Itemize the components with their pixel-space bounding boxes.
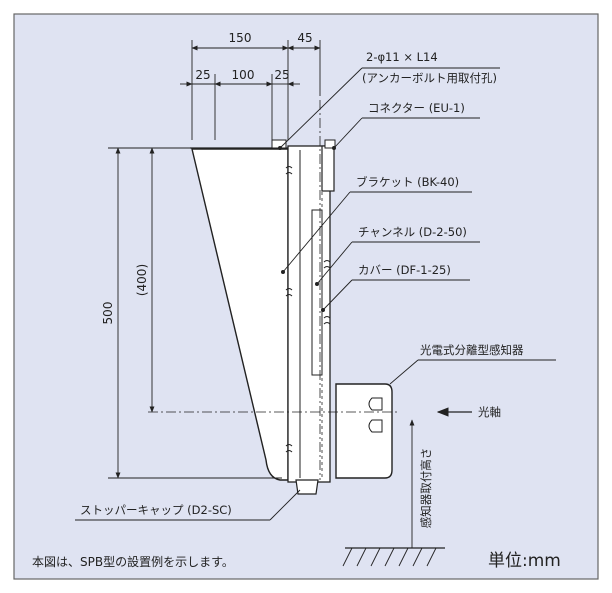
unit-label: 単位:mm	[488, 551, 561, 571]
dimension-lines	[108, 40, 321, 479]
stopper-cap	[295, 479, 319, 495]
dim-100: 100	[232, 68, 255, 82]
detector-unit	[335, 383, 393, 479]
bracket-column	[287, 145, 331, 483]
detector-hood	[191, 148, 289, 481]
dim-25-left: 25	[195, 68, 210, 82]
center-lines	[148, 100, 400, 480]
footer-note: 本図は、SPB型の設置例を示します。	[32, 554, 234, 569]
label-channel: チャンネル (D-2-50)	[358, 225, 467, 239]
dim-150: 150	[229, 31, 252, 45]
label-bracket: ブラケット (BK-40)	[356, 175, 459, 189]
label-anchor-bolt-note: (アンカーボルト用取付孔)	[362, 71, 497, 85]
mount-height-dimension	[342, 419, 445, 567]
label-anchor-bolt: 2-φ11 × L14	[366, 50, 438, 64]
label-detector: 光電式分離型感知器	[420, 343, 524, 357]
label-stopper-cap: ストッパーキャップ (D2-SC)	[80, 503, 232, 517]
connector-block	[321, 145, 335, 192]
label-optical-axis: 光軸	[478, 405, 501, 419]
leader-lines	[75, 67, 556, 521]
label-mount-height: 感知器取付高さ	[419, 448, 433, 529]
label-connector: コネクター (EU-1)	[368, 101, 465, 115]
label-cover: カバー (DF-1-25)	[358, 263, 451, 277]
leader-dots	[278, 146, 336, 312]
dim-45: 45	[297, 31, 312, 45]
hook-marks	[285, 166, 331, 453]
dim-25-right: 25	[274, 68, 289, 82]
channel-strip	[311, 209, 323, 376]
dim-500: 500	[101, 302, 115, 325]
dim-400: (400)	[135, 264, 149, 296]
